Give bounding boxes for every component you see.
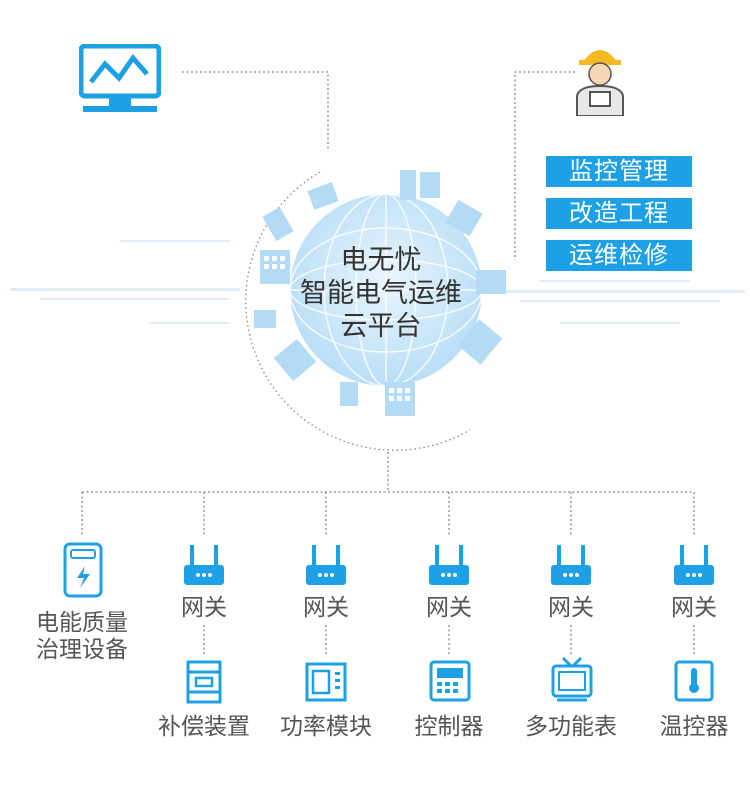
cloud-globe xyxy=(254,170,506,416)
thermostat-icon xyxy=(674,660,714,702)
device-label-power-quality-2: 治理设备 xyxy=(36,637,128,663)
multifunction-meter-icon xyxy=(551,656,593,702)
device-label-power-quality-1: 电能质量 xyxy=(36,610,128,636)
device-label-multifunction-meter: 多功能表 xyxy=(525,714,617,740)
power-quality-device-icon xyxy=(63,542,103,598)
gateway-label: 网关 xyxy=(426,595,472,621)
engineer-connector xyxy=(514,71,575,260)
platform-subtitle: 智能电气运维 xyxy=(300,278,462,309)
compensation-device-icon xyxy=(186,660,222,704)
gateway-icon xyxy=(551,545,591,585)
gateway-label: 网关 xyxy=(303,595,349,621)
device-label-controller: 控制器 xyxy=(414,714,484,740)
gateway-icon xyxy=(184,545,224,585)
tag-retrofit-engineering: 改造工程 xyxy=(546,198,692,229)
device-label-thermostat: 温控器 xyxy=(659,714,729,740)
city-buildings-icon xyxy=(254,170,506,416)
device-label-power-module: 功率模块 xyxy=(280,714,372,740)
gateway-label: 网关 xyxy=(181,595,227,621)
platform-type: 云平台 xyxy=(340,311,422,342)
gateway-label: 网关 xyxy=(548,595,594,621)
controller-icon xyxy=(429,660,471,702)
gateway-icon xyxy=(306,545,346,585)
power-module-icon xyxy=(305,662,347,702)
tag-monitoring-management: 监控管理 xyxy=(546,156,692,187)
gateway-icon xyxy=(429,545,469,585)
monitor-connector xyxy=(182,71,329,150)
gateway-icon xyxy=(674,545,714,585)
platform-name: 电无忧 xyxy=(340,245,422,276)
engineer-helmet-icon xyxy=(576,50,624,116)
monitor-chart-icon xyxy=(79,44,161,112)
device-label-compensation: 补偿装置 xyxy=(158,714,250,740)
gateway-label: 网关 xyxy=(671,595,717,621)
tag-maintenance-repair: 运维检修 xyxy=(546,240,692,271)
data-stream-pattern xyxy=(10,240,745,324)
